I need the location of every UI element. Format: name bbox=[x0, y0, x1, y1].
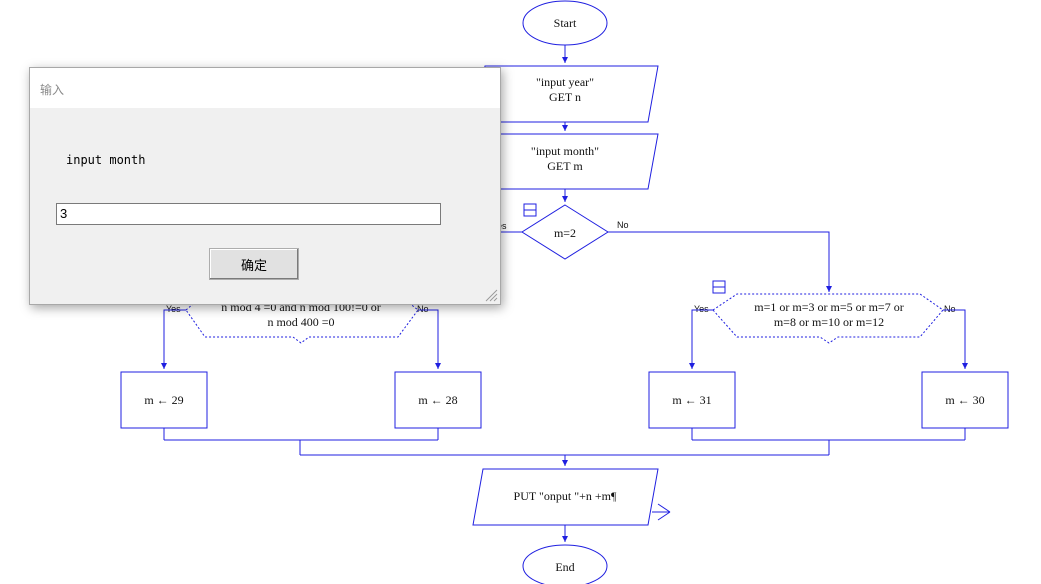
decision-31-node[interactable] bbox=[712, 293, 944, 344]
dialog-title: 输入 bbox=[40, 83, 65, 97]
no-label-m2: No bbox=[617, 220, 629, 230]
yes-label-leap: Yes bbox=[166, 304, 181, 314]
assign-29-node[interactable] bbox=[120, 371, 208, 429]
no-label-leap: No bbox=[417, 304, 429, 314]
assign-30-label: m ← 30 bbox=[945, 393, 984, 407]
decision-m2-node[interactable] bbox=[521, 204, 609, 260]
output-label: PUT "onput "+n +m¶ bbox=[514, 489, 617, 503]
input-dialog[interactable]: 输入 input month 3 确定 bbox=[29, 67, 501, 305]
end-label: End bbox=[555, 560, 574, 574]
input-month-line2: GET m bbox=[547, 159, 583, 173]
assign-29-label: m ← 29 bbox=[144, 393, 183, 407]
input-year-line2: GET n bbox=[549, 90, 581, 104]
assign-31-node[interactable] bbox=[648, 371, 736, 429]
decision-m2-label: m=2 bbox=[554, 226, 576, 240]
assign-28-node[interactable] bbox=[394, 371, 482, 429]
month-input[interactable]: 3 bbox=[56, 203, 441, 225]
input-year-line1: "input year" bbox=[536, 75, 594, 89]
yes-label-partial: es bbox=[497, 221, 507, 231]
resize-grip-icon[interactable] bbox=[484, 288, 498, 302]
dialog-titlebar[interactable]: 输入 bbox=[30, 68, 500, 108]
decision-leap-line2: n mod 400 =0 bbox=[267, 315, 334, 329]
dialog-prompt: input month bbox=[66, 153, 146, 167]
output-node[interactable] bbox=[472, 468, 659, 526]
collapse-icon[interactable] bbox=[523, 203, 537, 217]
input-month-line1: "input month" bbox=[531, 144, 599, 158]
decision-31-line2: m=8 or m=10 or m=12 bbox=[774, 315, 884, 329]
no-label-31: No bbox=[944, 304, 956, 314]
ok-button[interactable]: 确定 bbox=[209, 248, 299, 280]
start-label: Start bbox=[554, 16, 577, 30]
yes-label-31: Yes bbox=[694, 304, 709, 314]
assign-30-node[interactable] bbox=[921, 371, 1009, 429]
assign-28-label: m ← 28 bbox=[418, 393, 457, 407]
output-arrow-icon bbox=[652, 503, 671, 521]
collapse-icon[interactable] bbox=[712, 280, 726, 294]
assign-31-label: m ← 31 bbox=[672, 393, 711, 407]
end-node[interactable] bbox=[522, 544, 608, 584]
decision-31-line1: m=1 or m=3 or m=5 or m=7 or bbox=[754, 300, 903, 314]
